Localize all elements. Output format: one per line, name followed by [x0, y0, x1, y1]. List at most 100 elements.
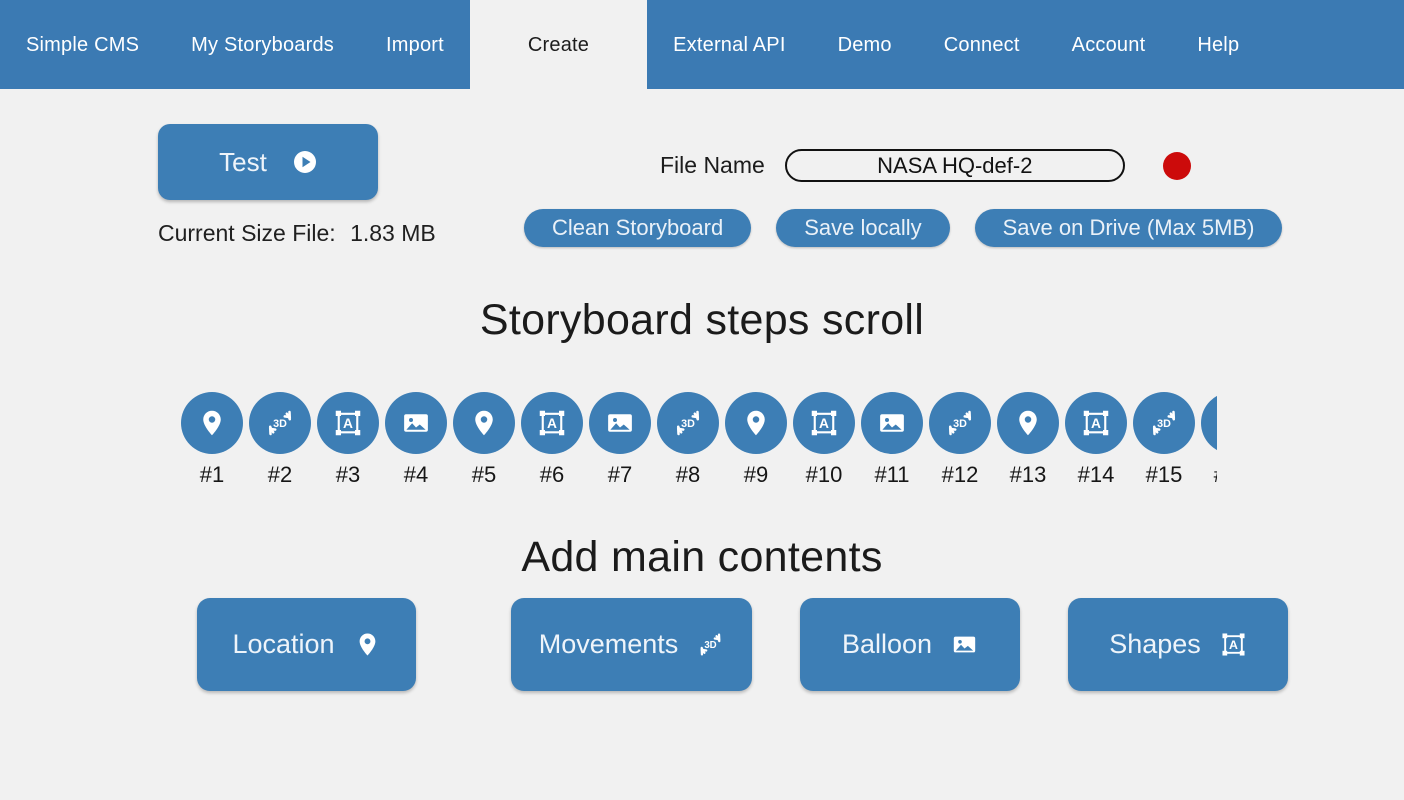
- content-button-label: Movements: [538, 629, 679, 659]
- shapes-frame-a-icon: A: [793, 392, 855, 454]
- save-on-drive-button[interactable]: Save on Drive (Max 5MB): [974, 209, 1283, 247]
- storyboard-step-16[interactable]: #16: [1201, 392, 1217, 486]
- storyboard-step-label: #7: [607, 462, 633, 487]
- storyboard-step-10[interactable]: A #10: [793, 392, 855, 486]
- image-icon: [385, 392, 447, 454]
- storyboard-step-6[interactable]: A #6: [521, 392, 583, 486]
- storyboard-step-label: #16: [1214, 464, 1217, 486]
- tab-import[interactable]: Import: [360, 0, 470, 91]
- clean-storyboard-button[interactable]: Clean Storyboard: [524, 209, 752, 247]
- storyboard-steps-scroll[interactable]: #1 3D #2 A #3 #4#5 A #6 #7 3D #8 #9 A #10 #11 3D #12 #13 A…: [181, 392, 1217, 497]
- storyboard-step-label: #1: [199, 462, 225, 487]
- location-pin-icon: [997, 392, 1059, 454]
- tab-create[interactable]: Create: [469, 0, 648, 91]
- storyboard-step-label: #6: [539, 462, 565, 487]
- filename-input[interactable]: [784, 149, 1125, 182]
- nav-tab-label: Import: [386, 34, 444, 56]
- current-size-file-label: Current Size File:: [158, 220, 336, 246]
- storyboard-step-13[interactable]: #13: [997, 392, 1059, 486]
- storyboard-step-label: #15: [1145, 462, 1183, 487]
- rotate-3d-icon: 3D: [249, 392, 311, 454]
- nav-tab-label: Help: [1197, 34, 1240, 56]
- save-locally-button[interactable]: Save locally: [776, 209, 950, 247]
- add-location-button[interactable]: Location: [197, 598, 416, 691]
- storyboard-step-label: #13: [1009, 462, 1047, 487]
- shapes-frame-a-icon: A: [317, 392, 379, 454]
- nav-tab-label: My Storyboards: [191, 34, 334, 56]
- nav-tab-label: Create: [527, 34, 590, 56]
- nav-tab-label: Demo: [837, 34, 892, 56]
- test-block: Test Current Size File: 1.83 MB: [158, 124, 436, 247]
- svg-text:3D: 3D: [705, 640, 717, 651]
- storyboard-step-label: #12: [941, 462, 979, 487]
- play-circle-icon: [293, 150, 317, 174]
- add-shapes-button[interactable]: Shapes A: [1068, 598, 1288, 691]
- storyboard-step-14[interactable]: A #14: [1065, 392, 1127, 486]
- storyboard-step-label: #11: [874, 462, 910, 487]
- tab-simple-cms[interactable]: Simple CMS: [0, 0, 165, 91]
- svg-text:3D: 3D: [1157, 418, 1171, 430]
- storyboard-step-11[interactable]: #11: [861, 392, 923, 486]
- storyboard-step-3[interactable]: A #3: [317, 392, 379, 486]
- image-icon: [861, 392, 923, 454]
- tab-connect[interactable]: Connect: [918, 0, 1046, 91]
- main-navbar: Simple CMS My Storyboards Import Create Exte…: [0, 0, 1404, 91]
- storyboard-step-12[interactable]: 3D #12: [929, 392, 991, 486]
- add-main-contents-row: Location Movements 3D Balloon Shapes A: [0, 598, 1404, 698]
- storyboard-step-7[interactable]: #7: [589, 392, 651, 486]
- test-button[interactable]: Test: [158, 124, 378, 200]
- svg-text:A: A: [1091, 416, 1101, 431]
- rotate-3d-icon: 3D: [929, 392, 991, 454]
- location-pin-icon: [354, 631, 381, 658]
- storyboard-step-label: #2: [267, 462, 293, 487]
- storyboard-step-label: #8: [675, 462, 701, 487]
- add-movements-button[interactable]: Movements 3D: [511, 598, 752, 691]
- nav-tab-label: Connect: [943, 34, 1020, 56]
- current-size-file: Current Size File: 1.83 MB: [158, 220, 436, 247]
- nav-tab-label: External API: [673, 34, 786, 56]
- nav-tab-label: Simple CMS: [26, 34, 140, 56]
- location-pin-icon: [1201, 392, 1217, 454]
- tab-demo[interactable]: Demo: [812, 0, 918, 91]
- rotate-3d-icon: 3D: [1133, 392, 1195, 454]
- storyboard-step-label: #10: [805, 462, 843, 487]
- toolbar: Test Current Size File: 1.83 MB File Nam…: [0, 91, 1404, 281]
- storyboard-step-label: #3: [335, 462, 361, 487]
- rotate-3d-icon: 3D: [697, 631, 724, 658]
- tab-account[interactable]: Account: [1046, 0, 1172, 91]
- tab-help[interactable]: Help: [1171, 0, 1265, 91]
- svg-text:A: A: [547, 416, 557, 431]
- image-icon: [951, 631, 978, 658]
- svg-text:A: A: [819, 416, 829, 431]
- shapes-frame-a-icon: A: [521, 392, 583, 454]
- storyboard-step-4[interactable]: #4: [385, 392, 447, 486]
- location-pin-icon: [453, 392, 515, 454]
- tab-external-api[interactable]: External API: [647, 0, 811, 91]
- shapes-frame-a-icon: A: [1065, 392, 1127, 454]
- filename-label: File Name: [660, 152, 765, 178]
- content-button-label: Shapes: [1109, 629, 1201, 659]
- svg-text:A: A: [1229, 638, 1238, 652]
- save-actions-row: Clean Storyboard Save locally Save on Dr…: [524, 209, 1283, 247]
- storyboard-step-15[interactable]: 3D #15: [1133, 392, 1195, 486]
- record-dot-indicator[interactable]: [1162, 151, 1191, 180]
- storyboard-step-label: #9: [743, 462, 769, 487]
- svg-text:A: A: [343, 416, 353, 431]
- storyboard-steps-heading: Storyboard steps scroll: [479, 296, 925, 344]
- storyboard-step-9[interactable]: #9: [725, 392, 787, 486]
- add-main-contents-heading: Add main contents: [521, 533, 883, 581]
- storyboard-step-2[interactable]: 3D #2: [249, 392, 311, 486]
- svg-text:3D: 3D: [953, 418, 967, 430]
- shapes-frame-a-icon: A: [1220, 631, 1247, 658]
- svg-text:3D: 3D: [273, 418, 287, 430]
- svg-text:3D: 3D: [681, 418, 695, 430]
- storyboard-step-1[interactable]: #1: [181, 392, 243, 486]
- rotate-3d-icon: 3D: [657, 392, 719, 454]
- storyboard-step-label: #14: [1077, 462, 1115, 487]
- tab-my-storyboards[interactable]: My Storyboards: [165, 0, 360, 91]
- add-balloon-button[interactable]: Balloon: [800, 598, 1020, 691]
- storyboard-step-8[interactable]: 3D #8: [657, 392, 719, 486]
- location-pin-icon: [725, 392, 787, 454]
- content-button-label: Balloon: [841, 629, 933, 659]
- storyboard-step-5[interactable]: #5: [453, 392, 515, 486]
